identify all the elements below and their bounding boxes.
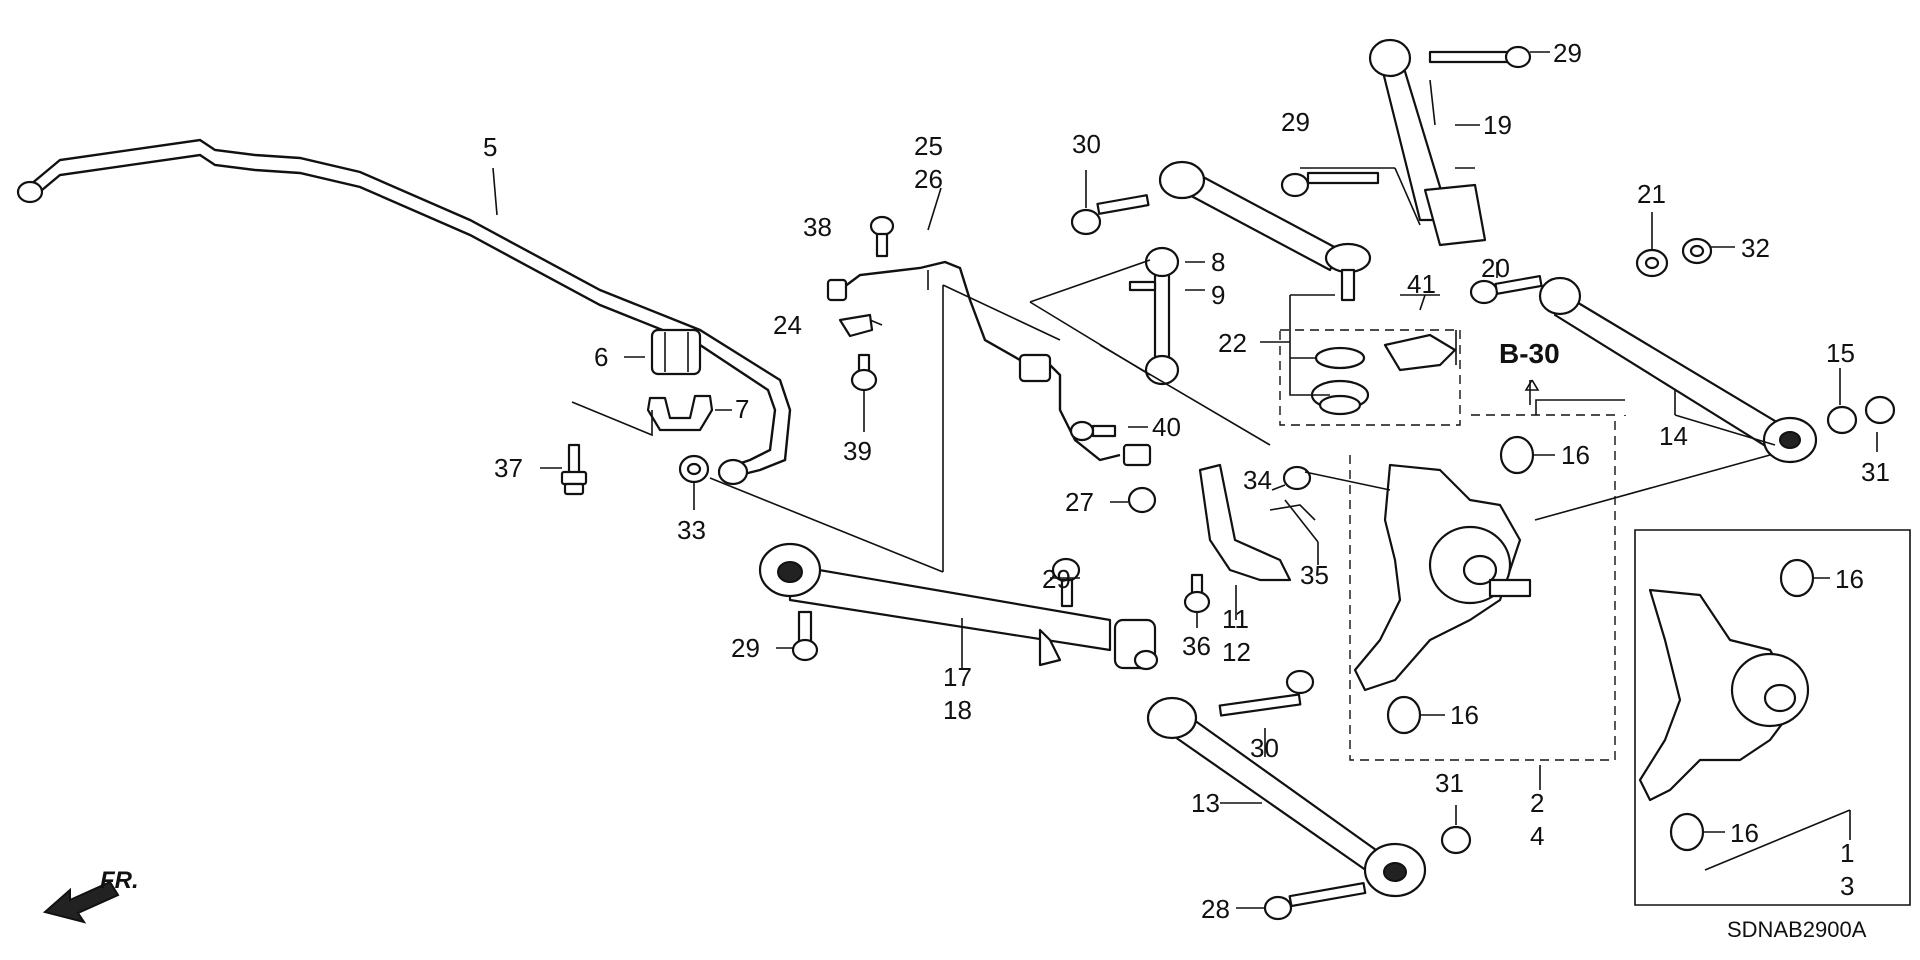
front-direction-label: FR.: [100, 867, 139, 894]
bushing-16-d: [1669, 812, 1705, 852]
callout-39: 39: [843, 436, 872, 466]
callout-7: 7: [735, 394, 749, 424]
callout-21: 21: [1637, 179, 1666, 209]
nut-32: [1681, 237, 1713, 265]
callout-36: 36: [1182, 631, 1211, 661]
callout-8: 8: [1211, 247, 1225, 277]
bolt-28: [1263, 882, 1367, 921]
callout-35: 35: [1300, 560, 1329, 590]
bushing-16-b: [1386, 695, 1422, 735]
stabilizer-bar: [16, 138, 792, 486]
callout-33: 33: [677, 515, 706, 545]
bolt-40: [1069, 420, 1117, 442]
callout-31-right: 31: [1861, 457, 1890, 487]
bolt-29-lower: [791, 610, 819, 662]
bracket-24: [838, 313, 874, 338]
nut-31-lower: [1440, 825, 1472, 855]
callout-29-middle: 29: [1042, 564, 1071, 594]
nut-33: [678, 454, 710, 484]
bolt-29-middle: [1051, 557, 1081, 608]
bolt-38: [869, 215, 895, 258]
bracket-11: [1198, 463, 1292, 582]
lower-arm-13: [1146, 696, 1427, 898]
callout-24: 24: [773, 310, 802, 340]
bolt-20: [1469, 274, 1543, 305]
callout-3: 3: [1840, 871, 1854, 901]
callout-5: 5: [483, 132, 497, 162]
callout-4: 4: [1530, 821, 1544, 851]
lower-arm-14: [1538, 276, 1818, 464]
bolt-37: [560, 443, 588, 496]
knuckle-2: [1353, 463, 1532, 692]
washer-21: [1635, 248, 1669, 278]
bolt-39: [850, 353, 878, 392]
callout-32: 32: [1741, 233, 1770, 263]
callout-26: 26: [914, 164, 943, 194]
nut-27: [1127, 486, 1157, 514]
callout-2: 2: [1530, 788, 1544, 818]
front-direction-arrow: [42, 880, 120, 924]
callout-14: 14: [1659, 421, 1688, 451]
callout-29-lower: 29: [731, 633, 760, 663]
callout-27: 27: [1065, 487, 1094, 517]
knuckle-1: [1638, 588, 1810, 802]
group-outlines: [1279, 329, 1911, 906]
callout-29-top: 29: [1553, 38, 1582, 68]
bolt-29-upper: [1280, 171, 1380, 198]
diagram-code: SDNAB2900A: [1727, 917, 1867, 942]
callout-16-b: 16: [1450, 700, 1479, 730]
leader-lines: [492, 51, 1878, 909]
callout-16-c: 16: [1835, 564, 1864, 594]
callout-16-d: 16: [1730, 818, 1759, 848]
bolt-30-lower: [1218, 669, 1315, 717]
callout-30-lower: 30: [1250, 733, 1279, 763]
upper-arm-17: [758, 542, 1159, 671]
callout-19: 19: [1483, 110, 1512, 140]
bushing-16-a: [1499, 435, 1535, 475]
callout-29-upper: 29: [1281, 107, 1310, 137]
callout-6: 6: [594, 342, 608, 372]
nut-31-right: [1864, 395, 1896, 425]
clip-35: [1269, 504, 1316, 521]
callout-38: 38: [803, 212, 832, 242]
bolt-34: [1282, 465, 1312, 491]
bushing-16-c: [1779, 558, 1815, 598]
callout-12: 12: [1222, 637, 1251, 667]
upper-arm-30: [1158, 160, 1372, 302]
nut-15: [1826, 405, 1858, 435]
callout-20: 20: [1481, 253, 1510, 283]
stabilizer-link: [1128, 246, 1180, 386]
callout-1: 1: [1840, 838, 1854, 868]
callout-9: 9: [1211, 280, 1225, 310]
callout-40: 40: [1152, 412, 1181, 442]
callout-25: 25: [914, 131, 943, 161]
callout-28: 28: [1201, 894, 1230, 924]
callout-16-a: 16: [1561, 440, 1590, 470]
bolt-30-upper: [1070, 194, 1150, 236]
callout-37: 37: [494, 453, 523, 483]
callout-30-upper: 30: [1072, 129, 1101, 159]
callout-17: 17: [943, 662, 972, 692]
stabilizer-holder: [646, 394, 714, 432]
callout-15: 15: [1826, 338, 1855, 368]
callout-41: 41: [1407, 269, 1436, 299]
bolt-29-top: [1428, 45, 1532, 69]
callout-labels: 5 6 7 37 33 29 17 18 25 26 38 24 39 30 8…: [100, 38, 1890, 942]
callout-22: 22: [1218, 328, 1247, 358]
upper-arm-19: [1368, 38, 1487, 247]
callout-11: 11: [1222, 604, 1249, 634]
stabilizer-bushing: [650, 328, 702, 376]
callout-34: 34: [1243, 465, 1272, 495]
callout-13: 13: [1191, 788, 1220, 818]
callout-31-lower: 31: [1435, 768, 1464, 798]
section-reference: B-30: [1499, 338, 1560, 369]
callout-18: 18: [943, 695, 972, 725]
bolt-36: [1183, 573, 1211, 614]
ball-joint-kit: [1310, 333, 1457, 416]
